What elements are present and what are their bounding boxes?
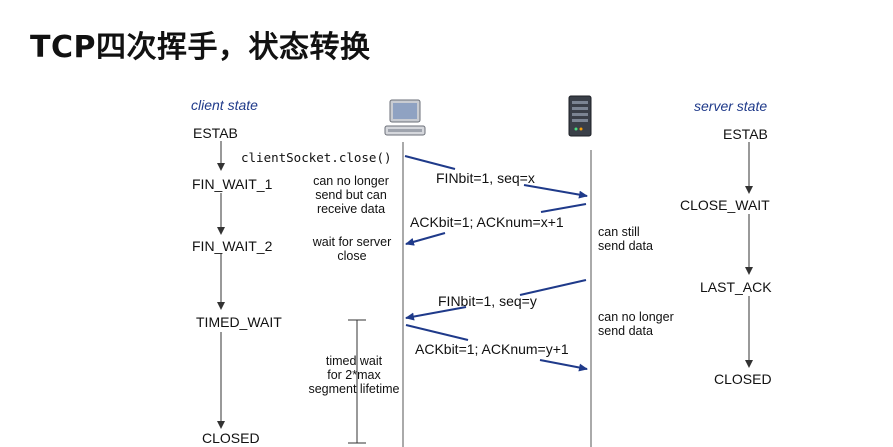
ack-y-arrow xyxy=(405,324,469,341)
server-state-estab: ESTAB xyxy=(723,126,768,142)
ack-x-arrow xyxy=(540,203,587,213)
fin-x-label: FINbit=1, seq=x xyxy=(436,170,535,186)
fin-x-arrow-tail xyxy=(523,184,588,199)
page-title: TCP四次挥手，状态转换 xyxy=(30,30,371,65)
client-state-fin-wait-2: FIN_WAIT_2 xyxy=(192,238,273,254)
close-call-label: clientSocket.close() xyxy=(241,150,392,165)
client-state-closed: CLOSED xyxy=(202,430,260,446)
server-state-closed: CLOSED xyxy=(714,371,772,387)
server-state-close-wait: CLOSE_WAIT xyxy=(680,197,770,213)
computer-icon xyxy=(384,99,426,136)
fin-x-arrow xyxy=(404,155,456,170)
ack-y-label: ACKbit=1; ACKnum=y+1 xyxy=(415,341,569,357)
ack-y-arrow-tail xyxy=(539,359,588,372)
fin-y-arrow-tail xyxy=(405,306,467,321)
ack-x-label: ACKbit=1; ACKnum=x+1 xyxy=(410,214,564,230)
server-icon xyxy=(568,95,592,137)
client-state-estab: ESTAB xyxy=(193,125,238,141)
fin-y-arrow xyxy=(519,279,587,296)
fin-y-label: FINbit=1, seq=y xyxy=(438,293,537,309)
server-state-header: server state xyxy=(694,98,768,114)
server-state-last-ack: LAST_ACK xyxy=(700,279,772,295)
client-state-fin-wait-1: FIN_WAIT_1 xyxy=(192,176,273,192)
client-state-header: client state xyxy=(191,97,258,113)
client-state-timed-wait: TIMED_WAIT xyxy=(196,314,282,330)
ack-x-arrow-tail xyxy=(405,232,446,246)
